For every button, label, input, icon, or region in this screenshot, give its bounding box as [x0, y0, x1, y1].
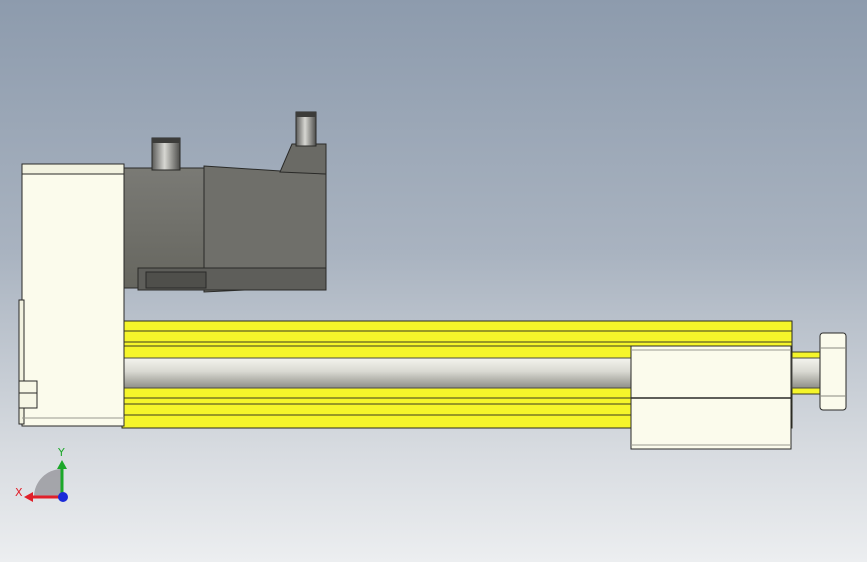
carriage-block [630, 345, 792, 450]
end-block-side-lip [18, 299, 25, 425]
motor-pin-right-cap [296, 112, 316, 117]
end-block-top-face [21, 163, 125, 175]
triad-x-arrowhead [24, 492, 33, 502]
motor-bottom-slot [145, 271, 207, 289]
motor [121, 111, 327, 293]
end-block [18, 163, 125, 427]
rod-end-collar-shaft [791, 357, 823, 389]
triad-plane-quadrant [34, 469, 62, 497]
motor-pin-right [295, 111, 317, 147]
rod-end-knob [819, 332, 847, 411]
motor-connector-housing [279, 143, 327, 175]
rod-end-cap [791, 332, 847, 411]
triad-y-arrowhead [57, 460, 67, 469]
end-block-port [18, 380, 38, 409]
triad-y-label: Y [57, 446, 65, 459]
triad-z-axis [58, 492, 68, 502]
motor-pin-left-cap [152, 138, 180, 143]
end-block-body [21, 163, 125, 427]
triad-x-label: X [15, 486, 23, 499]
coordinate-triad: X Y [15, 446, 68, 502]
